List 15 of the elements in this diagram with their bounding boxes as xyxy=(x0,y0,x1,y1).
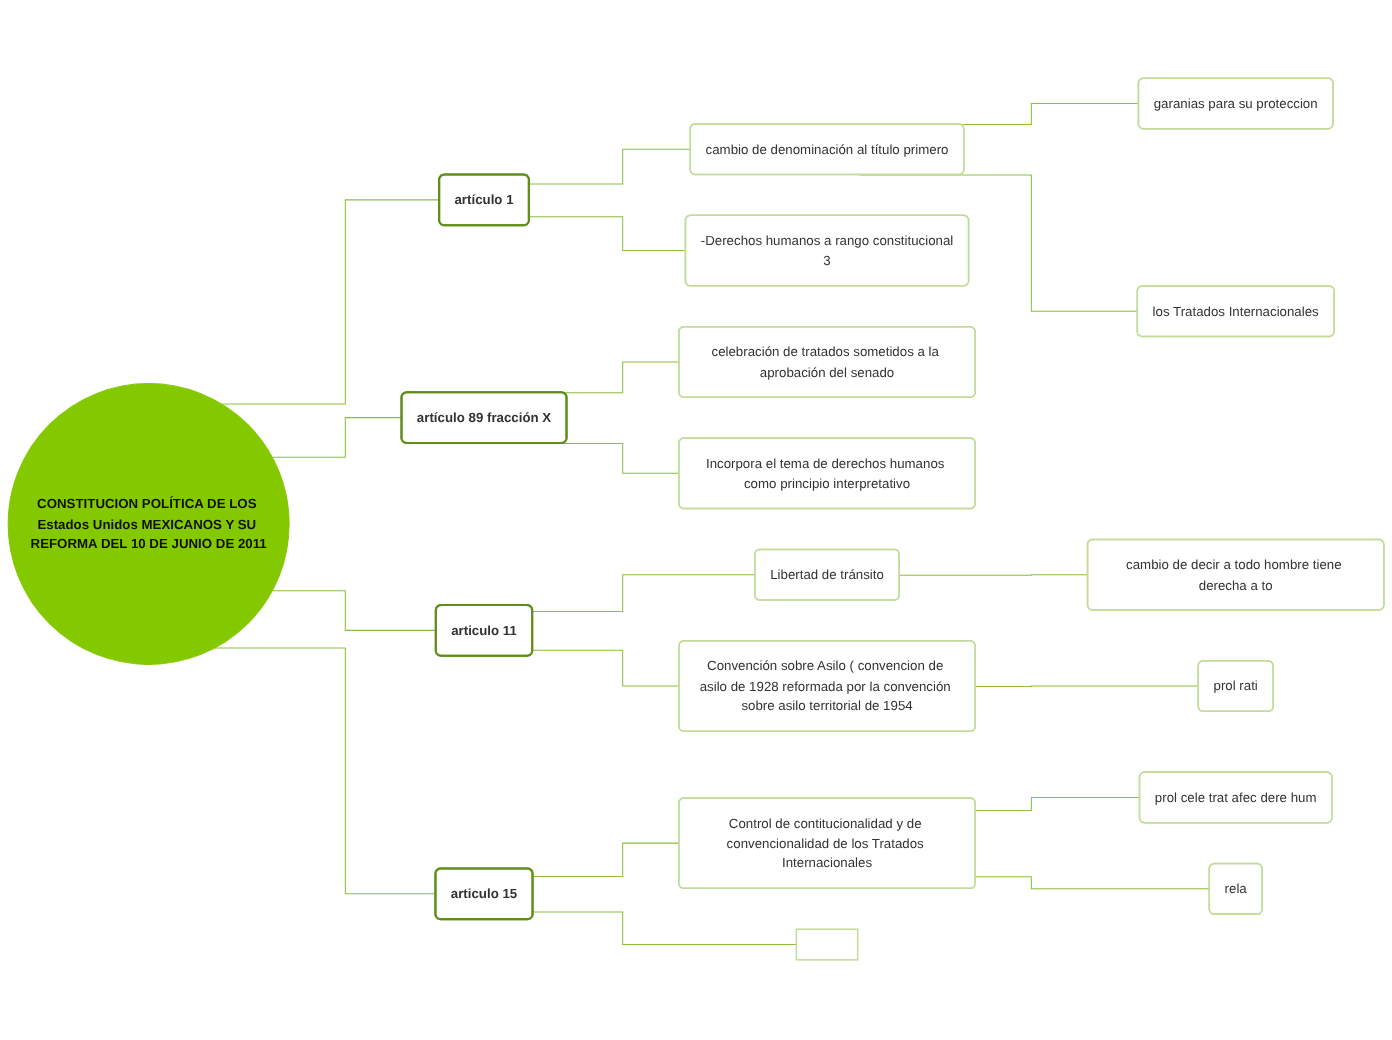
connector xyxy=(221,200,441,406)
connector xyxy=(214,648,437,896)
connector xyxy=(532,843,680,879)
connector xyxy=(528,217,687,253)
connector xyxy=(532,912,797,946)
connector xyxy=(528,149,692,186)
connector xyxy=(271,591,437,633)
connector xyxy=(271,418,403,459)
connector xyxy=(975,797,1141,812)
connector xyxy=(532,575,756,613)
node-box xyxy=(795,929,859,962)
connector xyxy=(899,575,1089,577)
connector xyxy=(975,877,1211,891)
connector xyxy=(532,650,680,689)
connector xyxy=(975,686,1200,689)
